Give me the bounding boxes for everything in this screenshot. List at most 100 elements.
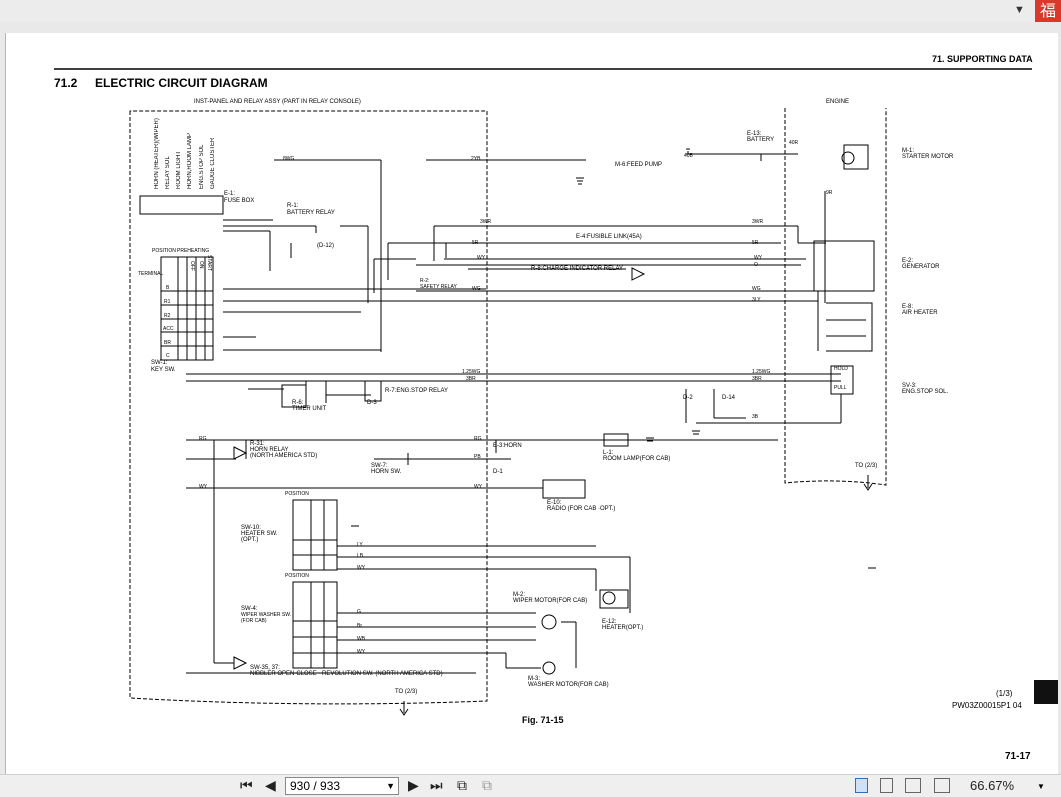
wire-tag: Br — [357, 623, 362, 629]
vertical-label: HORN (HEATER)(WIPER) — [154, 118, 160, 189]
wire-tag: RG — [474, 436, 482, 442]
wire-tag: WB — [357, 636, 366, 642]
horn-relay-label: HORN RELAY — [250, 447, 289, 453]
circuit-diagram — [54, 68, 1032, 716]
wiper-motor-id: M-2: — [513, 592, 525, 598]
key-row-c: C — [166, 353, 170, 359]
nibbler-id: SW-35, 37: — [250, 665, 280, 671]
facing-view-icon[interactable] — [905, 778, 921, 793]
continuous-view-icon[interactable] — [880, 778, 893, 793]
nibbler-label: NIBBLER OPEN-CLOSE · REVOLUTION SW. (NOR… — [250, 671, 443, 677]
wire-tag: PB — [474, 454, 481, 460]
next-page-icon[interactable]: ▶ — [408, 778, 419, 794]
key-col-start: START — [206, 255, 212, 271]
terminal-label: TERMINAL — [138, 271, 164, 277]
continuous-facing-view-icon[interactable] — [934, 778, 950, 793]
battery-id: E-13: — [747, 131, 762, 137]
position-label: POSITION — [285, 491, 309, 497]
wire-tag: 3B — [752, 414, 759, 420]
wire-tag: 3BR — [466, 376, 476, 382]
d14-label: D-14 — [722, 395, 736, 401]
vertical-label: GAUGE CLUSTER — [210, 137, 216, 189]
safety-relay-id: R-2: — [420, 278, 430, 284]
feed-pump-label: M-6:FEED PUMP — [615, 162, 663, 168]
heater-sw-id: SW-10: — [241, 525, 261, 531]
battery-relay-id: R-1: — [287, 203, 299, 209]
eng-stop-sol-id: SV-3: — [902, 383, 917, 389]
generator-label: GENERATOR — [902, 264, 940, 270]
previous-view-icon[interactable]: ⧉ — [457, 778, 467, 794]
horn-relay-id: R-31: — [250, 441, 265, 447]
hold-label: HOLD — [834, 366, 848, 372]
room-lamp-label: ROOM LAMP(FOR CAB) — [603, 456, 671, 462]
top-bar: ▼ 福 — [0, 0, 1061, 22]
to-2-3-right: TO (2/3) — [855, 463, 878, 469]
wiper-sw-id: SW-4: — [241, 606, 258, 612]
wire-tag: LY — [357, 542, 363, 548]
engine-label: ENGINE — [826, 99, 850, 105]
wire-tag: WY — [357, 565, 366, 571]
wire-tag: LB — [357, 553, 364, 559]
charge-relay-label: R-8:CHARGE INDICATOR RELAY — [531, 266, 624, 272]
battery-label: BATTERY — [747, 137, 775, 143]
single-page-view-icon[interactable] — [855, 778, 868, 793]
timer-unit-id: R-6: — [292, 400, 304, 406]
wire-tag: 5R — [752, 240, 759, 246]
wire-tag: 1.25WG — [462, 369, 481, 375]
bottom-toolbar: ⏮ ◀ 930 / 933 ▼ ▶ ⏭ ⧉ ⧉ 66.67% ▼ — [0, 774, 1061, 797]
washer-motor-label: WASHER MOTOR(FOR CAB) — [528, 682, 609, 688]
wire-tag: O — [754, 262, 758, 268]
wire-tag: 40B — [684, 153, 693, 159]
horn-sw-label: HORN SW. — [371, 469, 402, 475]
horn-label: E-3:HORN — [493, 443, 522, 449]
key-sw-label: KEY SW. — [151, 367, 176, 373]
air-heater-label: AIR HEATER — [902, 310, 938, 316]
room-lamp-id: L-1: — [603, 450, 614, 456]
page-title: ELECTRIC CIRCUIT DIAGRAM — [95, 76, 268, 90]
vertical-label: RELAY SOL — [165, 156, 171, 189]
wire-tag: 3LY — [752, 297, 761, 303]
wiper-sw-label: WIPER WASHER SW. — [241, 612, 292, 618]
figure-caption: Fig. 71-15 — [522, 715, 564, 725]
wiper-motor-label: WIPER MOTOR(FOR CAB) — [513, 598, 588, 604]
menu-arrow-icon[interactable]: ▼ — [1014, 4, 1025, 16]
heater-label: HEATER(OPT.) — [602, 625, 644, 631]
key-row-r2: R2 — [164, 313, 171, 319]
title-number: 71.2 — [54, 76, 78, 90]
eng-stop-sol-label: ENG.STOP SOL. — [902, 389, 949, 395]
last-page-icon[interactable]: ⏭ — [430, 778, 443, 794]
next-view-icon[interactable]: ⧉ — [482, 778, 492, 794]
d3-label: D-3 — [367, 400, 377, 406]
key-row-acc: ACC — [163, 326, 174, 332]
page-number-field[interactable]: 930 / 933 ▼ — [285, 777, 399, 795]
wire-tag: 9R — [826, 190, 833, 196]
eng-stop-relay-label: R-7:ENG.STOP RELAY — [385, 388, 449, 394]
timer-unit-label: TIMER UNIT — [292, 406, 327, 412]
wiper-sw-cab: (FOR CAB) — [241, 618, 267, 624]
wire-tag: G — [357, 609, 361, 615]
page-number: 71-17 — [1005, 751, 1031, 762]
wire-tag: 1.25WG — [752, 369, 771, 375]
chevron-down-icon[interactable]: ▼ — [1037, 782, 1045, 791]
heater-sw-opt: (OPT.) — [241, 537, 259, 543]
fusible-link-label: E-4:FUSIBLE LINK(45A) — [576, 234, 642, 240]
key-row-br: BR — [164, 340, 171, 346]
wire-tag: 3BR — [752, 376, 762, 382]
chevron-down-icon[interactable]: ▼ — [386, 781, 395, 791]
d1-label: D-1 — [493, 469, 503, 475]
fuse-box-id: E-1: — [224, 191, 236, 197]
wire-tag: RG — [199, 436, 207, 442]
app-icon[interactable]: 福 — [1035, 0, 1061, 22]
air-heater-id: E-8: — [902, 304, 914, 310]
scroll-thumb[interactable] — [1034, 680, 1058, 704]
first-page-icon[interactable]: ⏮ — [240, 778, 253, 794]
zoom-level[interactable]: 66.67% — [970, 778, 1015, 793]
d2-label: D-2 — [683, 395, 693, 401]
prev-page-icon[interactable]: ◀ — [265, 778, 276, 794]
relay-box-label: INST-PANEL AND RELAY ASSY (PART IN RELAY… — [194, 99, 361, 105]
generator-id: E-2: — [902, 258, 914, 264]
key-col-off: OFF — [189, 261, 195, 271]
wire-tag: 5R — [472, 240, 479, 246]
starter-label: STARTER MOTOR — [902, 154, 954, 160]
section-header: 71. SUPPORTING DATA — [932, 54, 1033, 64]
